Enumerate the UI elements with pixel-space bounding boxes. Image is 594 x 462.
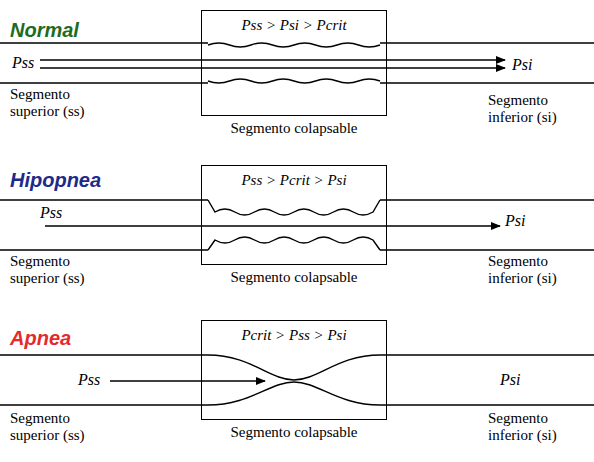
wavy-wall (208, 43, 380, 47)
tube-wall (0, 43, 594, 83)
tube-wall (0, 200, 594, 250)
segment-name: Segmento colapsable (192, 423, 396, 441)
panel-title: Hipopnea (10, 168, 101, 192)
flow-arrow (40, 67, 505, 68)
tube-wall (0, 355, 594, 405)
segment-label: Segmento inferior (si) (488, 92, 583, 126)
segment-label: Segmento superior (ss) (10, 410, 105, 444)
collapsible-segment-box: Pss > Psi > PcritSegmento colapsable (201, 10, 387, 116)
collapsed-wall (208, 382, 380, 405)
pressure-label: Psi (512, 56, 532, 73)
segment-name: Segmento colapsable (192, 268, 396, 286)
pressure-inequality: Pcrit > Pss > Psi (202, 326, 386, 344)
flow-arrow (45, 225, 500, 226)
panel-title: Apnea (10, 326, 71, 350)
segment-name: Segmento colapsable (192, 119, 396, 137)
wavy-wall (208, 200, 380, 215)
wavy-wall (208, 79, 380, 83)
collapsible-segment-box: Pcrit > Pss > PsiSegmento colapsable (201, 320, 387, 420)
pressure-label: Psi (500, 371, 520, 388)
collapsed-wall (208, 355, 380, 380)
flow-arrow (110, 380, 265, 381)
pressure-label: Pss (40, 204, 62, 221)
pressure-inequality: Pss > Psi > Pcrit (202, 16, 386, 34)
pressure-inequality: Pss > Pcrit > Psi (202, 171, 386, 189)
pressure-label: Pss (78, 371, 100, 388)
segment-label: Segmento superior (ss) (10, 86, 105, 120)
segment-label: Segmento inferior (si) (488, 253, 583, 287)
collapsible-segment-box: Pss > Pcrit > PsiSegmento colapsable (201, 165, 387, 265)
flow-arrow (40, 59, 505, 60)
wavy-wall (208, 237, 380, 250)
pressure-label: Pss (12, 54, 34, 71)
panel-title: Normal (10, 18, 79, 42)
segment-label: Segmento inferior (si) (488, 410, 583, 444)
pressure-label: Psi (505, 212, 525, 229)
segment-label: Segmento superior (ss) (10, 253, 105, 287)
